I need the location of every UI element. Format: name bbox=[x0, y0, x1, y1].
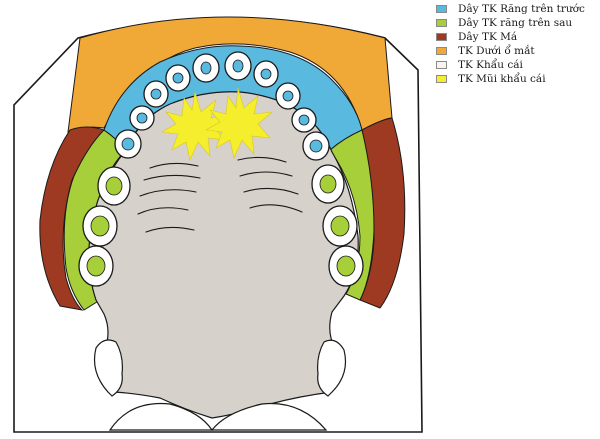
legend-label: Dây TK Má bbox=[458, 31, 518, 43]
legend-label: TK Dưới ổ mắt bbox=[458, 45, 535, 57]
legend-item-nasopalatine: TK Mũi khẩu cái bbox=[436, 72, 546, 86]
tooth bbox=[311, 164, 345, 204]
tooth bbox=[82, 205, 118, 247]
swatch-white-icon bbox=[436, 61, 447, 69]
tooth bbox=[192, 53, 220, 83]
posterior-bone-outline bbox=[93, 339, 347, 431]
nasopalatine-region-right bbox=[205, 87, 273, 159]
legend-item-posterior-superior-alveolar: Dây TK răng trên sau bbox=[436, 16, 572, 30]
tooth bbox=[322, 205, 358, 247]
swatch-yellow-icon bbox=[436, 75, 447, 83]
tooth bbox=[253, 60, 279, 88]
swatch-green-icon bbox=[436, 19, 447, 27]
tooth bbox=[328, 245, 364, 287]
legend-label: Dây TK Răng trên trước bbox=[458, 3, 585, 15]
tooth bbox=[275, 82, 301, 110]
tooth bbox=[291, 107, 317, 133]
tooth bbox=[143, 80, 169, 108]
tooth bbox=[97, 166, 131, 206]
palatal-rugae bbox=[137, 156, 303, 233]
legend-item-greater-palatine: TK Khẩu cái bbox=[436, 58, 523, 72]
tooth bbox=[224, 51, 252, 81]
tooth bbox=[302, 131, 330, 161]
legend-label: TK Khẩu cái bbox=[458, 59, 523, 71]
tooth bbox=[165, 64, 191, 92]
legend-item-buccal: Dây TK Má bbox=[436, 30, 517, 44]
swatch-blue-icon bbox=[436, 5, 447, 13]
legend-label: TK Mũi khẩu cái bbox=[458, 73, 546, 85]
tooth bbox=[129, 105, 155, 131]
legend-item-anterior-superior-alveolar: Dây TK Răng trên trước bbox=[436, 2, 585, 16]
tooth bbox=[114, 129, 142, 159]
tooth bbox=[78, 245, 114, 287]
legend-item-infraorbital: TK Dưới ổ mắt bbox=[436, 44, 535, 58]
legend-label: Dây TK răng trên sau bbox=[458, 17, 573, 29]
swatch-orange-icon bbox=[436, 47, 447, 55]
swatch-brown-icon bbox=[436, 33, 447, 41]
